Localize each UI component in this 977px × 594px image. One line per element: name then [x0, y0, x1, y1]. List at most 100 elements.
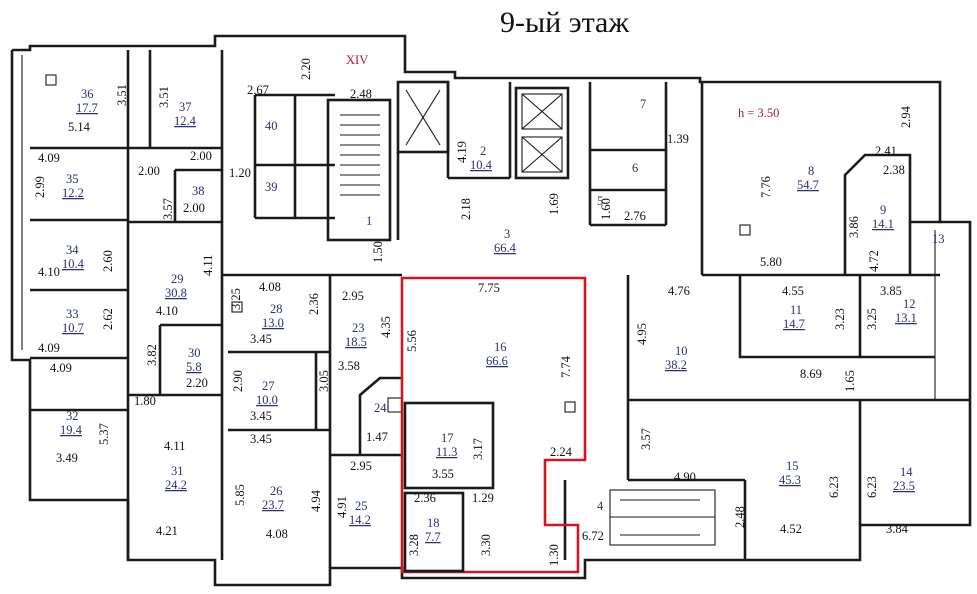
room-number: 31	[171, 464, 184, 478]
dimension: 2.00	[138, 164, 160, 178]
room-number: 17	[441, 431, 454, 445]
page-title: 9-ый этаж	[500, 6, 629, 39]
lift-and-stair-symbols	[45, 74, 751, 536]
ceiling-height-label: h = 3.50	[738, 106, 779, 120]
highlighted-unit	[400, 276, 587, 574]
room-area: 45.3	[779, 473, 801, 487]
room-number: 33	[66, 307, 79, 321]
room-number: 1	[366, 214, 372, 228]
dimension: 2.20	[299, 58, 313, 80]
room-number: 8	[808, 164, 814, 178]
room-area: 23.5	[893, 479, 915, 493]
dimension: 1.69	[547, 193, 561, 215]
dimension: 3.86	[847, 216, 861, 238]
dimension: 5.80	[760, 255, 782, 269]
dimension: 3.45	[250, 332, 272, 346]
room-number: 6	[632, 161, 638, 175]
room-number: 26	[270, 484, 283, 498]
dimension: 3.57	[161, 198, 175, 220]
room-number: 14	[900, 465, 913, 479]
dimension: 2.95	[342, 289, 364, 303]
dimension: 4.76	[668, 284, 690, 298]
dimension: 3.17	[471, 438, 485, 460]
dimension: 4.35	[379, 316, 393, 338]
room-number: 10	[675, 344, 688, 358]
dimension: 1.20	[229, 166, 251, 180]
room-area: 12.4	[174, 114, 197, 128]
dimension: 4.08	[259, 280, 281, 294]
dimension: 4.90	[674, 470, 696, 484]
room-area: 13.0	[262, 316, 284, 330]
dimension: 4.10	[38, 265, 60, 279]
dimension: 3.58	[338, 359, 360, 373]
room-number: 7	[640, 97, 646, 111]
dimension: 2.41	[875, 144, 897, 158]
dimension: 3.25	[229, 288, 243, 310]
dimension: 8.69	[800, 367, 822, 381]
room-number: 34	[66, 243, 79, 257]
room-labels: 1 2 10.4 3 66.4 4 5 6 7 8 54.7 9 14.1 10…	[60, 87, 945, 544]
dimension: 4.11	[201, 255, 215, 276]
dimension: 3.84	[886, 522, 909, 536]
room-number: 27	[262, 379, 275, 393]
room-area: 19.4	[60, 423, 83, 437]
dimension: 2.76	[624, 209, 646, 223]
room-number: 23	[352, 321, 365, 335]
dimension: 3.25	[865, 308, 879, 330]
room-area: 38.2	[665, 358, 687, 372]
dimension: 2.36	[307, 293, 321, 315]
label-xiv: XIV	[346, 53, 368, 67]
dimension: 3.49	[56, 451, 78, 465]
dimension: 6.23	[827, 476, 841, 498]
dimension: 3.55	[432, 467, 454, 481]
room-number: 5	[597, 194, 603, 208]
dimension: 4.09	[38, 341, 60, 355]
dimension: 1.50	[371, 241, 385, 263]
dimension: 2.20	[186, 376, 208, 390]
dimension: 3.45	[250, 409, 272, 423]
dimension: 3.85	[880, 284, 902, 298]
room-area: 14.1	[872, 217, 894, 231]
dimension: 5.56	[405, 330, 419, 352]
dimension: 1.65	[843, 370, 857, 392]
dimension: 3.28	[407, 534, 421, 556]
room-number: 25	[355, 499, 368, 513]
dimension: 3.23	[833, 308, 847, 330]
dimension: 2.67	[247, 83, 269, 97]
dimension: 5.37	[97, 423, 111, 445]
dimension: 2.24	[550, 445, 573, 459]
room-number: 13	[932, 232, 945, 246]
dimension: 3.05	[317, 370, 331, 392]
dimension: 1.30	[547, 544, 561, 566]
room-area: 10.4	[62, 257, 85, 271]
dimension: 4.19	[455, 141, 469, 163]
dimension: 2.60	[101, 250, 115, 272]
room-area: 10.4	[470, 158, 493, 172]
dimension: 5.85	[233, 484, 247, 506]
room-number: 9	[880, 203, 886, 217]
dimension: 4.52	[780, 522, 802, 536]
room-number: 36	[81, 87, 94, 101]
room-area: 54.7	[797, 178, 819, 192]
dimension: 5.14	[68, 120, 91, 134]
room-area: 14.7	[783, 317, 805, 331]
room-area: 66.4	[494, 241, 517, 255]
dimension: 4.08	[266, 527, 288, 541]
dimension: 4.21	[156, 524, 178, 538]
dimension: 4.10	[156, 304, 178, 318]
dimension: 2.99	[33, 176, 47, 198]
room-area: 18.5	[345, 335, 367, 349]
dimension: 1.29	[472, 491, 494, 505]
dimension-labels: 3.51 5.14 3.51 2.00 2.67 2.20 2.48 1.20 …	[33, 58, 913, 566]
room-area: 7.7	[425, 530, 441, 544]
dimension: 4.72	[867, 250, 881, 272]
dimension: 4.94	[309, 489, 323, 512]
room-number: 4	[597, 499, 604, 513]
room-area: 13.1	[895, 311, 917, 325]
dimension: 3.45	[250, 432, 272, 446]
room-area: 5.8	[186, 360, 202, 374]
dimension: 7.74	[559, 355, 573, 378]
dimension: 4.09	[50, 361, 72, 375]
room-number: 40	[265, 119, 278, 133]
